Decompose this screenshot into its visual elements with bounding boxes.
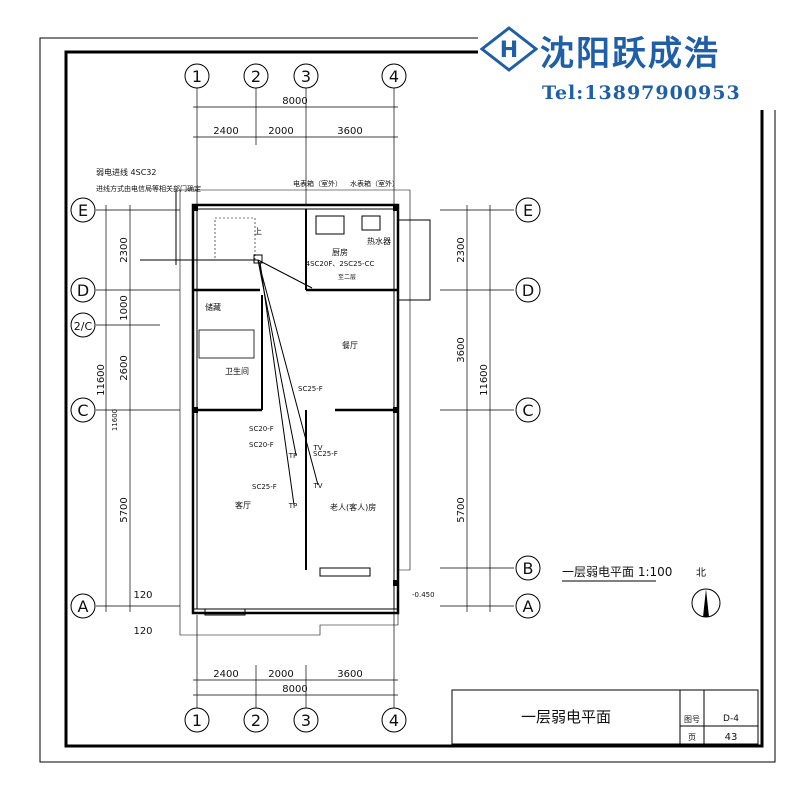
conduit-label-2: SC20-F (249, 425, 274, 433)
conduit-label-4: SC25-F (313, 450, 338, 458)
plan-title: 一层弱电平面 1:100 (562, 565, 672, 579)
outlet-tv-2: TV (312, 444, 322, 452)
watermark-tel: Tel:13897900953 (542, 82, 741, 104)
outer-border (39, 37, 776, 763)
axis-e-left: E (78, 201, 88, 220)
watermark-company: 沈阳跃成浩 (540, 34, 720, 74)
note-level: -0.450 (412, 591, 435, 599)
dim-left-small-2: 120 (133, 626, 152, 637)
axis-e-right: E (523, 201, 533, 220)
axis-d-left: D (77, 281, 89, 300)
dim-right-1: 2300 (456, 237, 467, 262)
wiring (140, 190, 319, 506)
axis-a-left: A (78, 597, 89, 616)
dim-right-total: 11600 (479, 364, 490, 396)
page-label: 页 (688, 733, 696, 742)
dim-top-1: 2400 (213, 126, 238, 137)
dim-left-small-1: 120 (133, 590, 152, 601)
svg-text:H: H (500, 38, 518, 63)
room-guest: 老人(客人)房 (330, 502, 376, 512)
axis-c-left: C (77, 401, 88, 420)
note-meter-box: 电表箱（室外） (293, 179, 342, 188)
axis-b-right: B (523, 559, 534, 578)
axis-1-top: 1 (192, 67, 202, 86)
drawing-no-label: 图号 (684, 715, 700, 724)
room-living: 客厅 (235, 500, 251, 510)
axis-3-top: 3 (301, 67, 311, 86)
axis-2-bottom: 2 (251, 711, 261, 730)
watermark-logo: H 沈阳跃成浩 Tel:13897900953 (478, 20, 778, 110)
title-block (451, 689, 759, 745)
dim-left-2: 1000 (119, 295, 130, 320)
grid-lines (96, 88, 514, 708)
outlet-tp-1: TP (288, 452, 298, 460)
note-incoming: 弱电进线 4SC32 (96, 167, 156, 177)
title-block-name: 一层弱电平面 (521, 708, 611, 726)
conduit-label-1: SC25-F (298, 385, 323, 393)
note-kitchen-pipe: 4SC20F、2SC25-CC (306, 260, 375, 268)
axis-2-top: 2 (251, 67, 261, 86)
dim-top-total: 8000 (282, 96, 307, 107)
note-incoming-method: 进线方式由电信局等相关部门确定 (96, 184, 201, 193)
note-up: 上 (254, 227, 262, 236)
dim-right-3: 5700 (456, 497, 467, 522)
drawing-no: D-4 (723, 714, 739, 724)
axis-3-bottom: 3 (301, 711, 311, 730)
axis-bubbles (70, 63, 541, 733)
company-logo-icon: H (480, 26, 538, 72)
conduit-label-5: SC25-F (252, 483, 277, 491)
outlet-tp-2: TP (288, 502, 298, 510)
axis-4-top: 4 (389, 67, 399, 86)
building-walls (179, 189, 431, 636)
axis-c-right: C (522, 401, 533, 420)
axis-d-right: D (522, 281, 534, 300)
dim-left-4: 5700 (119, 497, 130, 522)
dim-top-2: 2000 (268, 126, 293, 137)
axis-a-right: A (523, 597, 534, 616)
dim-left-inner: 11600 (111, 409, 119, 431)
room-kitchen: 厨房 (332, 247, 348, 257)
room-bathroom: 卫生间 (225, 366, 249, 376)
north-label: 北 (696, 567, 706, 579)
conduit-label-3: SC20-F (249, 441, 274, 449)
dim-left-3: 2600 (119, 355, 130, 380)
dim-bottom-1: 2400 (213, 669, 238, 680)
dim-top-3: 3600 (337, 126, 362, 137)
inner-border (64, 50, 764, 748)
dim-left-1: 2300 (119, 237, 130, 262)
axis-2c-left: 2/C (74, 320, 93, 333)
dim-left-total: 11600 (96, 364, 107, 396)
room-dining: 餐厅 (342, 341, 358, 350)
dim-bottom-2: 2000 (268, 669, 293, 680)
axis-1-bottom: 1 (192, 711, 202, 730)
note-to-second: 至二层 (338, 274, 356, 281)
outlet-tv-1: TV (312, 482, 322, 490)
page-number: 43 (725, 732, 738, 743)
dim-right-2: 3600 (456, 337, 467, 362)
dim-bottom-3: 3600 (337, 669, 362, 680)
note-heater: 热水器 (367, 236, 391, 246)
north-arrow-icon (691, 588, 721, 618)
dim-bottom-total: 8000 (282, 684, 307, 695)
note-water-box: 水表箱（室外） (350, 179, 399, 188)
axis-4-bottom: 4 (389, 711, 399, 730)
room-storage: 储藏 (205, 302, 221, 312)
